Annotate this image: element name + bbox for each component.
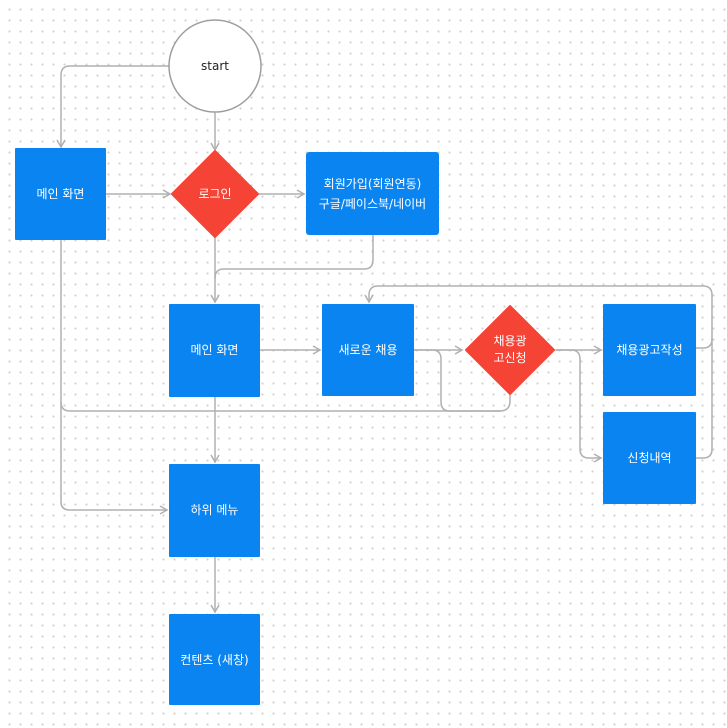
signup-label-line-2: 구글/페이스북/네이버	[319, 197, 426, 211]
main-screen-node[interactable]: 메인 화면	[15, 148, 106, 240]
recruit-ad-write-label: 채용광고작성	[616, 343, 682, 357]
nodes: start 메인 화면 로그인 회원가입(회원연동) 구글/페이스북/네이버 메…	[15, 19, 696, 705]
edge-new-recruit-loop	[413, 349, 511, 412]
main-screen-label: 메인 화면	[37, 187, 85, 201]
signup-label-line-1: 회원가입(회원연동)	[324, 177, 422, 191]
edge-decision-to-history	[555, 349, 603, 463]
signup-node[interactable]: 회원가입(회원연동) 구글/페이스북/네이버	[306, 152, 439, 235]
new-recruit-node[interactable]: 새로운 채용	[322, 304, 414, 396]
edge-start-to-main-screen	[56, 65, 171, 149]
recruit-ad-apply-label-line-1: 채용광	[493, 334, 526, 348]
login-decision[interactable]: 로그인	[171, 150, 259, 238]
login-label: 로그인	[198, 187, 231, 201]
start-label: start	[201, 59, 229, 73]
edge-main-screen-to-decision	[60, 239, 501, 412]
connectors	[56, 65, 713, 614]
recruit-ad-apply-label-line-2: 고신청	[493, 351, 526, 365]
recruit-ad-write-node[interactable]: 채용광고작성	[603, 304, 696, 396]
edge-ad-write-to-new-recruit	[364, 285, 713, 349]
edge-signup-to-main-screen-2	[214, 234, 374, 279]
application-history-label: 신청내역	[627, 451, 671, 465]
main-screen-2-node[interactable]: 메인 화면	[169, 304, 260, 397]
sub-menu-label: 하위 메뉴	[191, 503, 239, 517]
start-node[interactable]: start	[168, 19, 262, 113]
recruit-ad-apply-decision[interactable]: 채용광 고신청	[465, 305, 555, 395]
application-history-node[interactable]: 신청내역	[603, 412, 696, 504]
new-recruit-label: 새로운 채용	[338, 343, 397, 357]
content-new-window-label: 컨텐츠 (새창)	[180, 653, 248, 667]
main-screen-2-label: 메인 화면	[191, 343, 239, 357]
edge-history-to-new-recruit	[695, 338, 713, 459]
edge-main-screen-1-to-sub-menu	[60, 401, 169, 515]
content-new-window-node[interactable]: 컨텐츠 (새창)	[169, 614, 260, 705]
sub-menu-node[interactable]: 하위 메뉴	[169, 464, 260, 557]
